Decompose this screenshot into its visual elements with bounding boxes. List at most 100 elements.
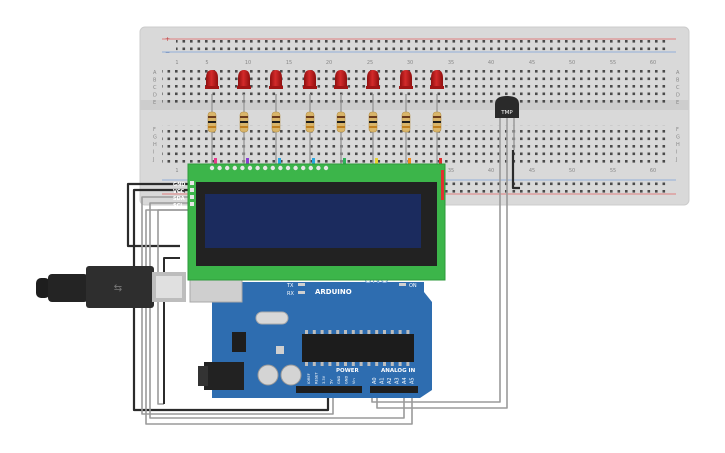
rx-label: RX bbox=[287, 291, 294, 297]
power-header-label: POWER bbox=[336, 368, 360, 374]
column-number: 50 bbox=[569, 168, 575, 174]
row-letter: F bbox=[153, 127, 156, 133]
power-pin-label: 5V bbox=[330, 379, 334, 384]
led bbox=[304, 70, 316, 88]
analog-pin-label: A3 bbox=[395, 377, 401, 384]
column-number: 5 bbox=[205, 60, 208, 66]
column-number: 45 bbox=[529, 168, 535, 174]
column-number: 20 bbox=[326, 60, 332, 66]
row-letter: C bbox=[153, 85, 157, 91]
lcd-top-pins bbox=[209, 165, 329, 171]
column-number: 55 bbox=[610, 168, 616, 174]
led-resistor-pair bbox=[334, 70, 348, 166]
analog-pin-label: A5 bbox=[410, 377, 416, 384]
row-letter: D bbox=[153, 93, 157, 99]
row-letter: H bbox=[153, 142, 157, 148]
lcd-screen bbox=[205, 194, 421, 248]
column-number: 35 bbox=[448, 60, 454, 66]
led-resistor-pair bbox=[399, 70, 413, 166]
wire-usb-side bbox=[163, 257, 180, 404]
led-resistor-pair bbox=[366, 70, 380, 166]
column-number: 15 bbox=[286, 60, 292, 66]
row-letter: A bbox=[676, 70, 680, 76]
column-number: 1 bbox=[175, 168, 178, 174]
wires bbox=[126, 150, 520, 425]
row-letter: I bbox=[676, 150, 677, 156]
row-letter: C bbox=[676, 85, 680, 91]
power-pin-label: GND bbox=[337, 376, 341, 384]
column-number: 40 bbox=[488, 168, 494, 174]
column-number: 60 bbox=[650, 60, 656, 66]
lcd-pin-label: SDA bbox=[173, 196, 185, 202]
led bbox=[270, 70, 282, 88]
led bbox=[431, 70, 443, 88]
led bbox=[238, 70, 250, 88]
power-rail-top bbox=[162, 38, 676, 53]
wire-gnd bbox=[126, 150, 520, 412]
analog-header-label: ANALOG IN bbox=[381, 368, 416, 374]
led bbox=[400, 70, 412, 88]
analog-pin-label: A2 bbox=[387, 377, 393, 384]
row-letter: F bbox=[676, 127, 679, 133]
row-letter: I bbox=[153, 150, 154, 156]
column-number: 30 bbox=[407, 60, 413, 66]
column-number: 45 bbox=[529, 60, 535, 66]
microcontroller-chip bbox=[302, 334, 414, 362]
row-letter: J bbox=[675, 157, 677, 163]
power-pin-label: 3.3V bbox=[322, 375, 326, 384]
analog-header bbox=[370, 386, 418, 393]
wire-scl bbox=[145, 209, 413, 425]
column-number: 55 bbox=[610, 60, 616, 66]
wire-sda bbox=[149, 202, 405, 419]
dc-jack bbox=[204, 362, 244, 390]
power-pin-label: RESET bbox=[315, 372, 319, 384]
regulator bbox=[232, 332, 246, 352]
column-number: 25 bbox=[367, 60, 373, 66]
usb-port bbox=[189, 279, 243, 303]
row-letter: D bbox=[676, 93, 680, 99]
row-letter: G bbox=[676, 135, 680, 141]
terminal-area-bottom bbox=[162, 125, 670, 163]
column-number: 1 bbox=[175, 60, 178, 66]
led bbox=[335, 70, 347, 88]
row-letter: B bbox=[676, 78, 680, 84]
rail-plus-mark: + bbox=[165, 36, 170, 43]
rail-minus-mark: − bbox=[165, 49, 170, 56]
lcd-pin-label: VCC bbox=[173, 189, 185, 195]
column-number: 35 bbox=[448, 168, 454, 174]
led-resistor-pair bbox=[237, 70, 251, 166]
led bbox=[367, 70, 379, 88]
column-number: 60 bbox=[650, 168, 656, 174]
arduino-board: UNO ARDUINO TX RX ON POWER ANALOG IN IOR… bbox=[189, 273, 432, 398]
usb-cable: ⇆ bbox=[36, 266, 186, 308]
row-letter: J bbox=[152, 157, 154, 163]
wire-vcc bbox=[141, 196, 334, 415]
led bbox=[206, 70, 218, 88]
tx-label: TX bbox=[286, 283, 294, 289]
power-pin-label: Vin bbox=[352, 378, 356, 384]
lcd-pin-label: GND bbox=[173, 182, 185, 188]
analog-pin-label: A0 bbox=[372, 377, 378, 384]
arduino-brand: ARDUINO bbox=[315, 288, 352, 296]
row-letter: H bbox=[676, 142, 680, 148]
led-array bbox=[205, 70, 444, 166]
led-resistor-pair bbox=[269, 70, 283, 166]
row-letter: G bbox=[153, 135, 157, 141]
analog-pin-label: A1 bbox=[380, 377, 386, 384]
power-header bbox=[296, 386, 362, 393]
column-number: 50 bbox=[569, 60, 575, 66]
led-resistor-pair bbox=[303, 70, 317, 166]
row-letter: E bbox=[153, 100, 156, 106]
usb-icon: ⇆ bbox=[114, 283, 122, 294]
lcd-pin-label: SCL bbox=[173, 203, 184, 209]
on-label: ON bbox=[409, 283, 417, 289]
column-number: 40 bbox=[488, 60, 494, 66]
sensor-label: TMP bbox=[500, 110, 513, 116]
